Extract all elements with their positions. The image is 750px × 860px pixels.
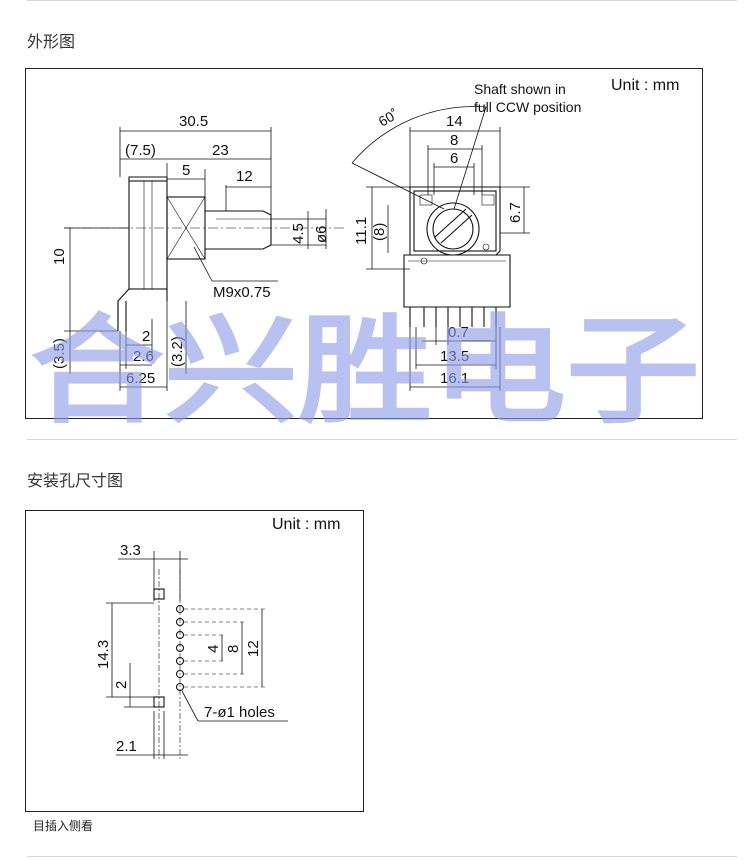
- dim-height-10: 10: [51, 248, 68, 265]
- dim-ref-3-5: (3.5): [51, 338, 68, 369]
- dim-width-14: 14: [446, 113, 463, 130]
- dim-shaft-length: 23: [212, 142, 229, 159]
- dim-width-16-1: 16.1: [440, 370, 469, 387]
- middle-divider: [27, 439, 737, 440]
- dim-thread-length: 5: [182, 162, 190, 179]
- dim-bushing-ref: (7.5): [125, 142, 156, 159]
- dim-12: 12: [245, 640, 262, 657]
- outline-drawing: Unit : mm Shaft shown in full CCW positi…: [51, 77, 679, 391]
- dim-2-vertical: 2: [113, 681, 130, 689]
- mounting-unit-label: Unit : mm: [272, 516, 340, 533]
- dim-width-6: 6: [450, 150, 458, 167]
- bottom-divider: [27, 856, 737, 857]
- dim-height-11-1: 11.1: [353, 217, 370, 245]
- dim-2: 2: [142, 328, 150, 345]
- outline-section-title: 外形图: [27, 32, 76, 51]
- dim-width-13-5: 13.5: [440, 348, 469, 365]
- side-view: 30.5 (7.5) 23 5 12 10 4.5 ø6 M9x0.75 (3: [51, 113, 344, 391]
- mounting-drawing: Unit : mm 3.3 4 8 12 14.3 2 7-ø1 holes: [95, 516, 340, 761]
- dim-width-8: 8: [450, 132, 458, 149]
- front-view: 60˚ 14 8 6: [351, 106, 530, 391]
- dim-ref-8: (8): [371, 223, 388, 241]
- dim-2-6: 2.6: [133, 348, 154, 365]
- dim-4: 4: [205, 645, 222, 653]
- dim-6-25: 6.25: [126, 370, 155, 387]
- dim-total-length: 30.5: [179, 113, 208, 130]
- shaft-note-line2: full CCW position: [474, 99, 581, 115]
- dim-pitch-0-7: 0.7: [448, 324, 469, 341]
- outline-drawing-panel: Unit : mm Shaft shown in full CCW positi…: [25, 68, 703, 419]
- dim-ref-3-2: (3.2): [169, 336, 186, 367]
- dim-3-3: 3.3: [120, 542, 141, 559]
- dim-8: 8: [225, 645, 242, 653]
- pin-holes: [175, 604, 185, 692]
- mounting-drawing-panel: Unit : mm 3.3 4 8 12 14.3 2 7-ø1 holes: [25, 510, 364, 812]
- dim-flat-diameter: 4.5: [290, 223, 307, 244]
- dim-shaft-flat: 12: [236, 168, 253, 185]
- outline-unit-label: Unit : mm: [611, 77, 679, 94]
- shaft-note-line1: Shaft shown in: [474, 81, 566, 97]
- holes-label: 7-ø1 holes: [204, 704, 275, 721]
- dim-shaft-diameter: ø6: [313, 225, 330, 243]
- mounting-caption: 目插入侧看: [33, 819, 94, 833]
- dim-2-1: 2.1: [116, 738, 137, 755]
- dim-14-3: 14.3: [95, 640, 112, 669]
- mounting-section-title: 安装孔尺寸图: [27, 471, 124, 490]
- dim-thread-spec: M9x0.75: [213, 284, 271, 301]
- dim-height-6-7: 6.7: [507, 202, 524, 223]
- top-divider: [27, 0, 737, 1]
